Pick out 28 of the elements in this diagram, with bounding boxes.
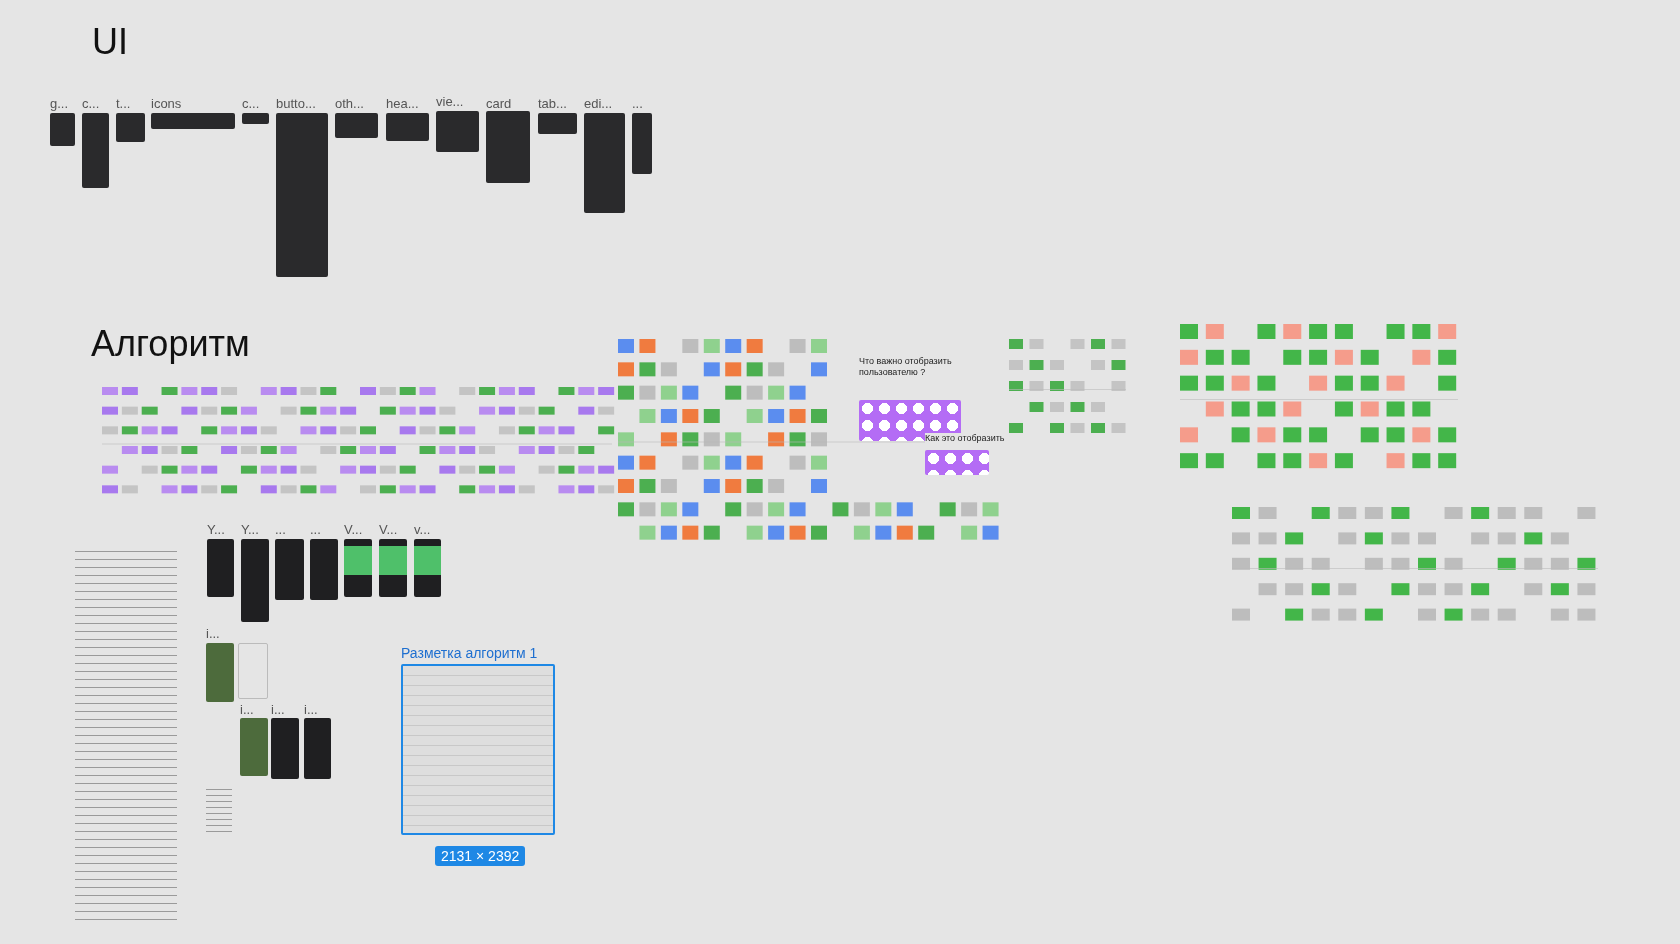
frame-label: c... <box>242 96 260 111</box>
frame-label: i... <box>206 626 220 641</box>
frame-label: butto... <box>276 96 316 111</box>
frame-label: i... <box>304 702 318 717</box>
frame-label: i... <box>271 702 285 717</box>
frame-label: Y... <box>207 522 225 537</box>
frame-label: Y... <box>241 522 259 537</box>
frame-label: i... <box>240 702 254 717</box>
frame-label: c... <box>82 96 100 111</box>
frame-label: g... <box>50 96 69 111</box>
frame-label: oth... <box>335 96 364 111</box>
frame-label: v... <box>414 522 431 537</box>
size-badge: 2131 × 2392 <box>435 846 526 866</box>
section-heading: UI <box>92 22 128 62</box>
section-heading: Алгоритм <box>91 324 250 364</box>
frame-label: icons <box>151 96 182 111</box>
frame-label: hea... <box>386 96 419 111</box>
frame-label: card <box>486 96 512 111</box>
frame-label: t... <box>116 96 131 111</box>
frame-label: V... <box>379 522 398 537</box>
frame-label: ... <box>275 522 286 537</box>
frame-label: vie... <box>436 94 464 109</box>
frame-label: edi... <box>584 96 613 111</box>
frame-label: V... <box>344 522 363 537</box>
frame-label: Разметка алгоритм 1 <box>401 646 538 661</box>
frame-label: ... <box>310 522 321 537</box>
frame-label: ... <box>632 96 643 111</box>
frame-label: tab... <box>538 96 567 111</box>
